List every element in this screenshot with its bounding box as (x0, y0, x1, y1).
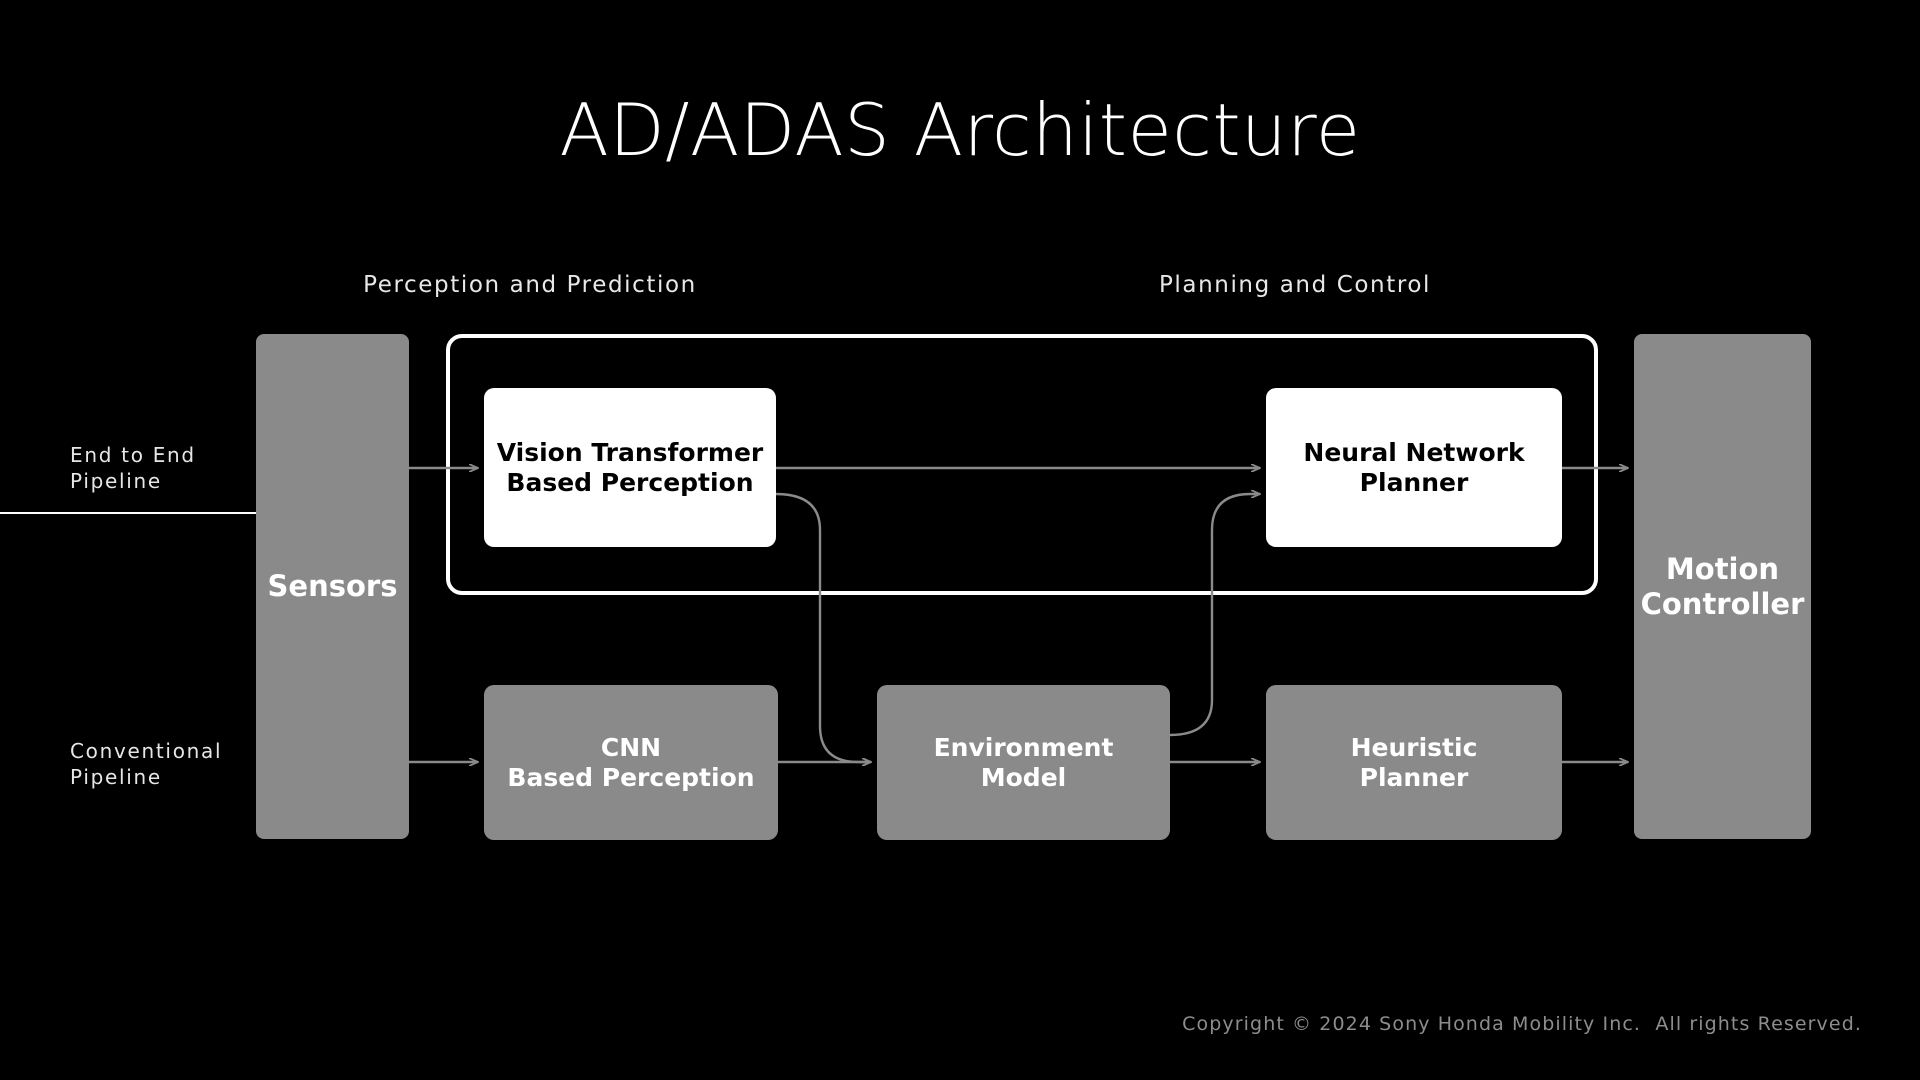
end-to-end-pipeline-container (446, 334, 1598, 595)
node-neural-network-planner[interactable]: Neural Network Planner (1266, 388, 1562, 547)
node-environment-model[interactable]: Environment Model (877, 685, 1170, 840)
pipeline-label-end-to-end: End to End Pipeline (70, 443, 196, 493)
copyright-footer: Copyright © 2024 Sony Honda Mobility Inc… (1182, 1013, 1862, 1035)
section-label-planning-and-control: Planning and Control (1158, 272, 1432, 298)
node-motion-controller[interactable]: Motion Controller (1634, 334, 1811, 839)
node-heuristic-planner[interactable]: Heuristic Planner (1266, 685, 1562, 840)
pipeline-label-conventional: Conventional Pipeline (70, 739, 223, 789)
page-title: AD/ADAS Architecture (559, 88, 1361, 172)
node-vision-transformer-based-perception[interactable]: Vision Transformer Based Perception (484, 388, 776, 547)
node-sensors[interactable]: Sensors (256, 334, 409, 839)
section-label-perception-and-prediction: Perception and Prediction (363, 272, 697, 298)
node-cnn-based-perception[interactable]: CNN Based Perception (484, 685, 778, 840)
pipeline-divider-line (0, 512, 257, 514)
